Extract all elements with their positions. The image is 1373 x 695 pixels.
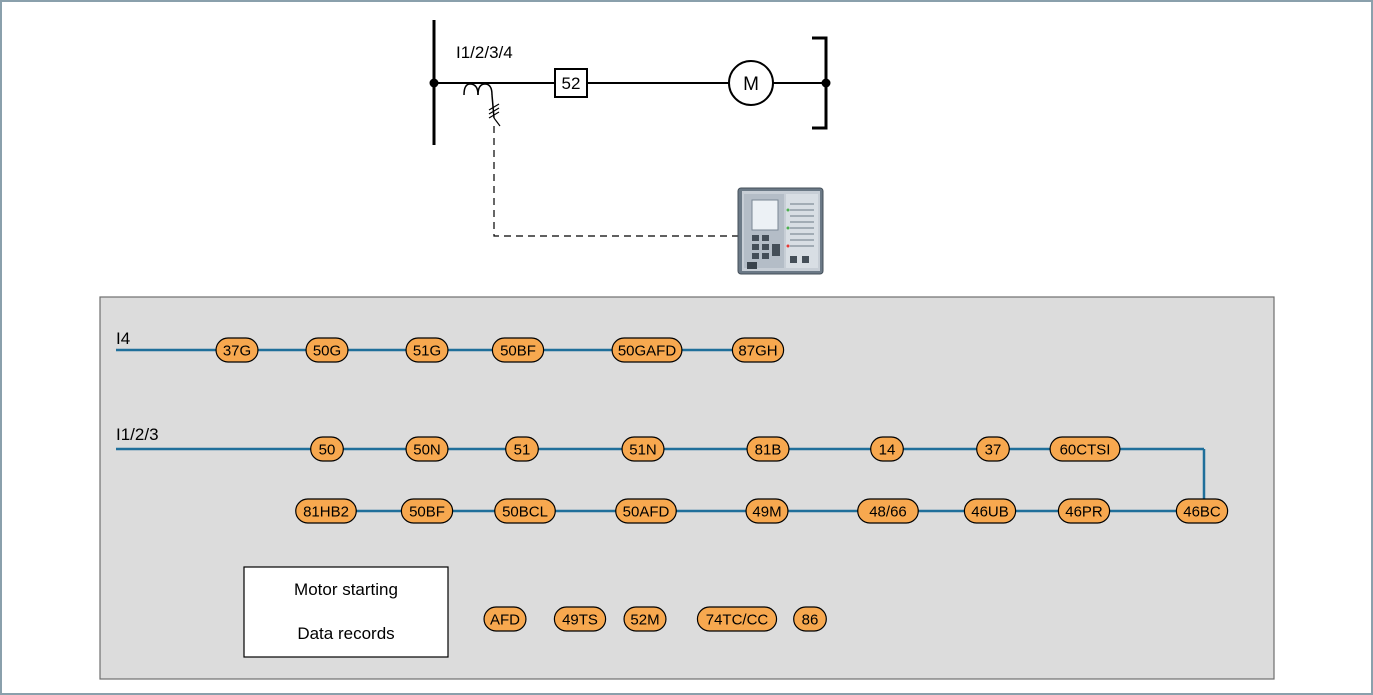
function-badge-label: 87GH [738, 343, 777, 360]
function-badge-51 [505, 436, 539, 462]
function-badge-label: 46UB [971, 504, 1009, 521]
function-badge-51g [405, 337, 449, 363]
function-badge-86 [793, 606, 827, 632]
relay-device-icon [737, 187, 824, 275]
function-badge-label: 37G [223, 343, 251, 360]
function-badge-60ctsi [1049, 436, 1121, 462]
function-badge-label: 50BCL [502, 504, 548, 521]
load-bracket [812, 36, 828, 130]
motor-starting-data-records-box [243, 566, 449, 658]
function-badge-label: 49M [752, 504, 781, 521]
function-badge-label: 52M [630, 612, 659, 629]
function-badge-50bcl [494, 498, 556, 524]
function-badge-label: 51G [413, 343, 441, 360]
misc-function-row: AFD 49TS 52M 74TC/CC 86 [483, 606, 827, 632]
function-badge-50gafd [611, 337, 683, 363]
i123-function-row-1: 50 50N 51 51N 81B 14 37 60CTSI [310, 436, 1121, 462]
function-badge-label: 46BC [1183, 504, 1221, 521]
function-badge-label: 50BF [500, 343, 536, 360]
i123-function-row-2: 81HB2 50BF 50BCL 50AFD 49M 48/66 46UB 46PR 46BC [295, 498, 1229, 524]
function-badge-14 [870, 436, 904, 462]
ct-label: I1/2/3/4 [456, 43, 513, 62]
function-badge-label: 50G [313, 343, 341, 360]
function-badge-label: 81HB2 [303, 504, 349, 521]
function-badge-label: 14 [879, 442, 896, 459]
function-badge-label: 86 [802, 612, 819, 629]
function-badge-label: 37 [985, 442, 1002, 459]
i4-input-label: I4 [116, 329, 130, 348]
bus-node [429, 78, 439, 88]
function-badge-81b [746, 436, 790, 462]
function-badge-46ub [963, 498, 1017, 524]
function-badge-label: 81B [755, 442, 782, 459]
motor-starting-label: Motor starting [294, 580, 398, 599]
function-badge-label: 51 [514, 442, 531, 459]
ct-coil-right [477, 83, 493, 96]
three-phase-marker [488, 103, 501, 127]
function-badge-label: 50GAFD [618, 343, 677, 360]
function-badge-label: 50AFD [623, 504, 670, 521]
ct-signal-dashed-line [493, 126, 745, 237]
function-badge-label: 50BF [409, 504, 445, 521]
function-badge-label: 74TC/CC [706, 612, 769, 629]
single-line-diagram: I1/2/3/4 52 M [429, 20, 831, 237]
function-badge-50n [405, 436, 449, 462]
function-badge-50 [310, 436, 344, 462]
function-badge-label: 46PR [1065, 504, 1103, 521]
function-badge-81hb2 [295, 498, 357, 524]
function-badge-label: AFD [490, 612, 520, 629]
function-badge-74tc-cc [696, 606, 778, 632]
function-badge-label: 51N [629, 442, 657, 459]
function-badge-50bf [491, 337, 545, 363]
function-badge-51n [621, 436, 665, 462]
function-badge-49ts [553, 606, 607, 632]
function-badge-37 [976, 436, 1010, 462]
function-badge-50afd [615, 498, 677, 524]
breaker-label: 52 [562, 74, 581, 93]
function-badge-label: 50N [413, 442, 441, 459]
function-badge-87gh [731, 337, 785, 363]
data-records-label: Data records [297, 624, 394, 643]
function-badge-46bc [1175, 498, 1229, 524]
function-badge-label: 49TS [562, 612, 598, 629]
function-badge-50g [305, 337, 349, 363]
function-badge-label: 50 [319, 442, 336, 459]
i123-input-label: I1/2/3 [116, 425, 159, 444]
ct-lead [491, 94, 495, 119]
function-badge-48-66 [857, 498, 919, 524]
function-badge-label: 60CTSI [1060, 442, 1111, 459]
function-badge-37g [215, 337, 259, 363]
function-badge-46pr [1057, 498, 1111, 524]
function-badge-52m [623, 606, 667, 632]
motor-label: M [743, 74, 759, 95]
ct-coil-left [463, 83, 479, 96]
function-badge-49m [745, 498, 789, 524]
i4-function-row: 37G 50G 51G 50BF 50GAFD 87GH [215, 337, 785, 363]
function-badge-label: 48/66 [869, 504, 907, 521]
function-badge-afd [483, 606, 527, 632]
function-badge-50bf [400, 498, 454, 524]
